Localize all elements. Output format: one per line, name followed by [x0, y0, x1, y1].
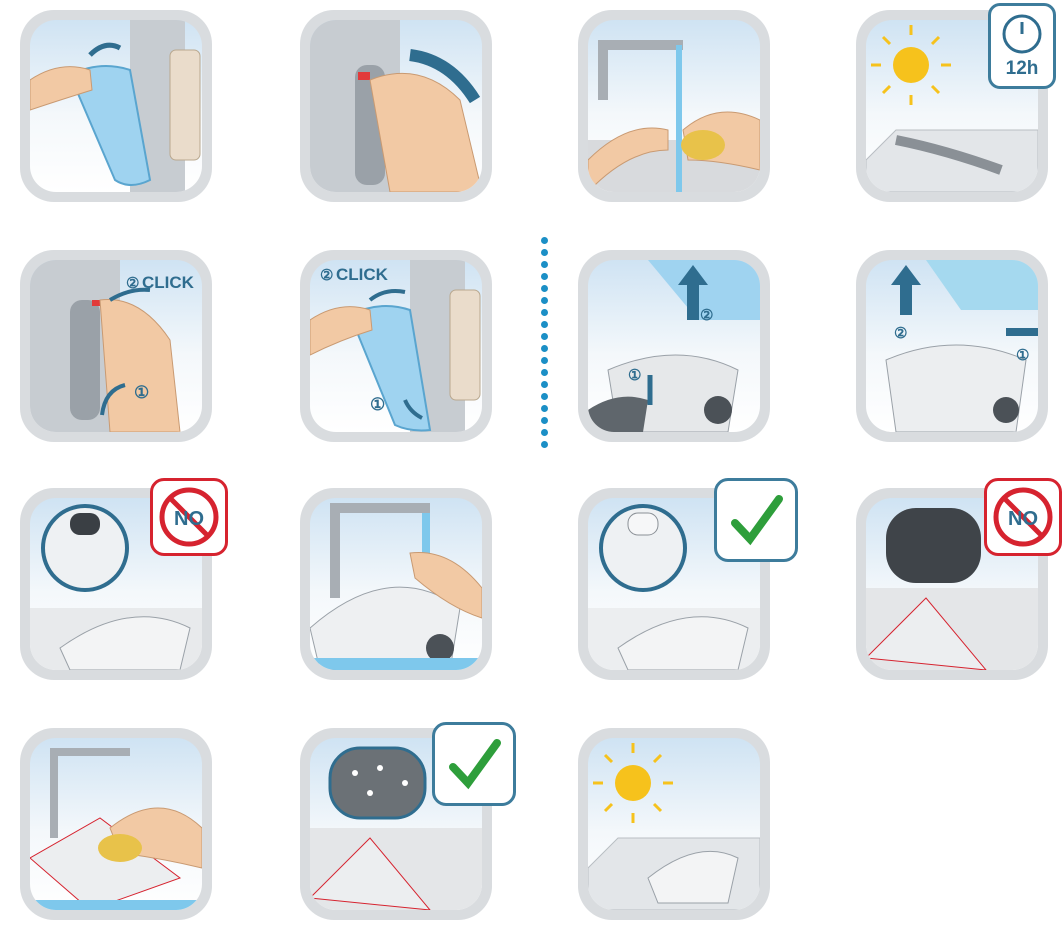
step-two-label: ② [126, 275, 139, 292]
clean-filter-icon [628, 513, 658, 535]
divider-dots [541, 237, 549, 457]
timer-label: 12h [991, 58, 1053, 80]
step-two-label: ② [320, 267, 333, 284]
click-label: CLICK [142, 273, 195, 292]
tile-remove-floorhead-step: ② ① [578, 250, 770, 442]
step-one-label: ① [1016, 347, 1029, 364]
no-label: NO [1008, 508, 1038, 530]
tile-release-floorhead-step: ② ① [856, 250, 1048, 442]
tile-rinse-floorhead [300, 488, 492, 680]
tile-press-release-button [300, 10, 492, 202]
tile-remove-water-tank [20, 10, 212, 202]
step-one-label: ① [370, 395, 385, 414]
step-one-label: ① [134, 383, 149, 402]
clean-pad-icon [330, 748, 425, 818]
step-two-label: ② [894, 325, 907, 342]
sponge-icon [681, 130, 725, 160]
tile-reattach-tank-click: ② CLICK ① [300, 250, 492, 442]
step-one-label: ① [628, 367, 641, 384]
prohibited-icon: NO [153, 481, 225, 553]
tile-dry-floorhead-in-sun [578, 728, 770, 920]
step-two-label: ② [700, 307, 713, 324]
tile-wash-pad-with-sponge [20, 728, 212, 920]
no-badge: NO [150, 478, 228, 556]
tile-rinse-tank-under-tap [578, 10, 770, 202]
sun-icon [615, 765, 651, 801]
sponge-icon [98, 834, 142, 862]
clock-icon [991, 10, 1053, 60]
prohibited-icon: NO [987, 481, 1059, 553]
curved-arrow-icon [90, 45, 120, 55]
ok-badge [714, 478, 798, 562]
sun-icon [893, 47, 929, 83]
click-label: CLICK [336, 265, 389, 284]
no-label: NO [174, 508, 204, 530]
check-icon [717, 481, 795, 559]
dirty-pad-icon [886, 508, 981, 583]
tile-reattach-handle-click: ② CLICK ① [20, 250, 212, 442]
dirty-filter-icon [70, 513, 100, 535]
no-badge: NO [984, 478, 1062, 556]
check-icon [435, 725, 513, 803]
timer-badge: 12h [988, 3, 1056, 89]
ok-badge [432, 722, 516, 806]
